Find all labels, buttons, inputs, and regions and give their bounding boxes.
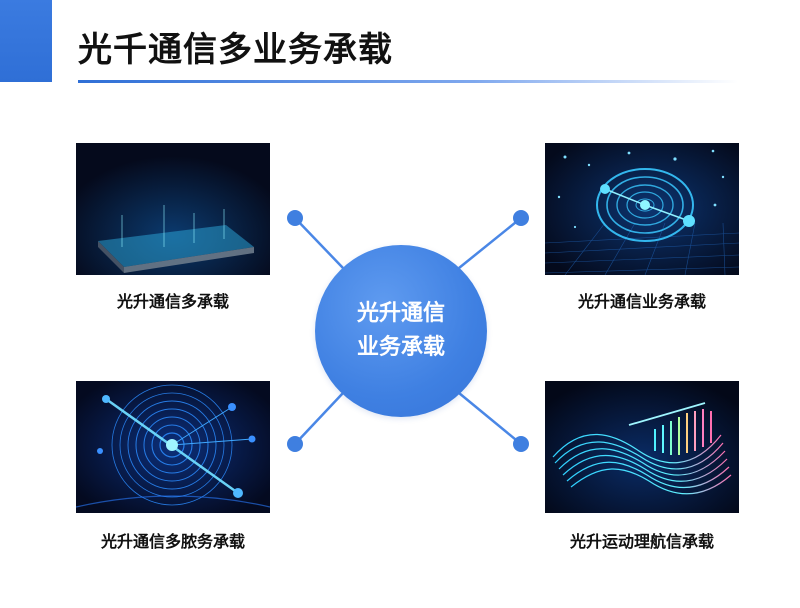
light-waves-visual xyxy=(545,381,739,513)
title-underline xyxy=(78,80,738,83)
caption-top-left: 光升通信多承载 xyxy=(116,292,229,311)
hub-line-2: 业务承载 xyxy=(356,335,445,360)
title-accent-block xyxy=(0,0,52,82)
hub-line-1: 光升通信 xyxy=(356,300,445,326)
caption-bottom-right: 光升运动理航信承载 xyxy=(569,532,714,551)
connector-line-top-right xyxy=(458,217,522,269)
data-bars-visual xyxy=(76,143,270,275)
connector-line-bottom-left xyxy=(294,392,344,445)
connector-node-bottom-left xyxy=(287,436,303,452)
connector-line-top-left xyxy=(294,217,344,269)
connector-line-bottom-right xyxy=(458,392,522,445)
caption-bottom-left: 光升通信多脓务承载 xyxy=(100,532,245,551)
center-hub: 光升通信 业务承载 xyxy=(315,245,487,417)
network-rings-visual xyxy=(545,143,739,275)
connector-node-bottom-right xyxy=(513,436,529,452)
page-title: 光千通信多业务承载 xyxy=(78,30,393,70)
connector-node-top-right xyxy=(513,210,529,226)
signal-rings-visual xyxy=(76,381,270,513)
connector-node-top-left xyxy=(287,210,303,226)
caption-top-right: 光升通信业务承载 xyxy=(577,292,706,311)
